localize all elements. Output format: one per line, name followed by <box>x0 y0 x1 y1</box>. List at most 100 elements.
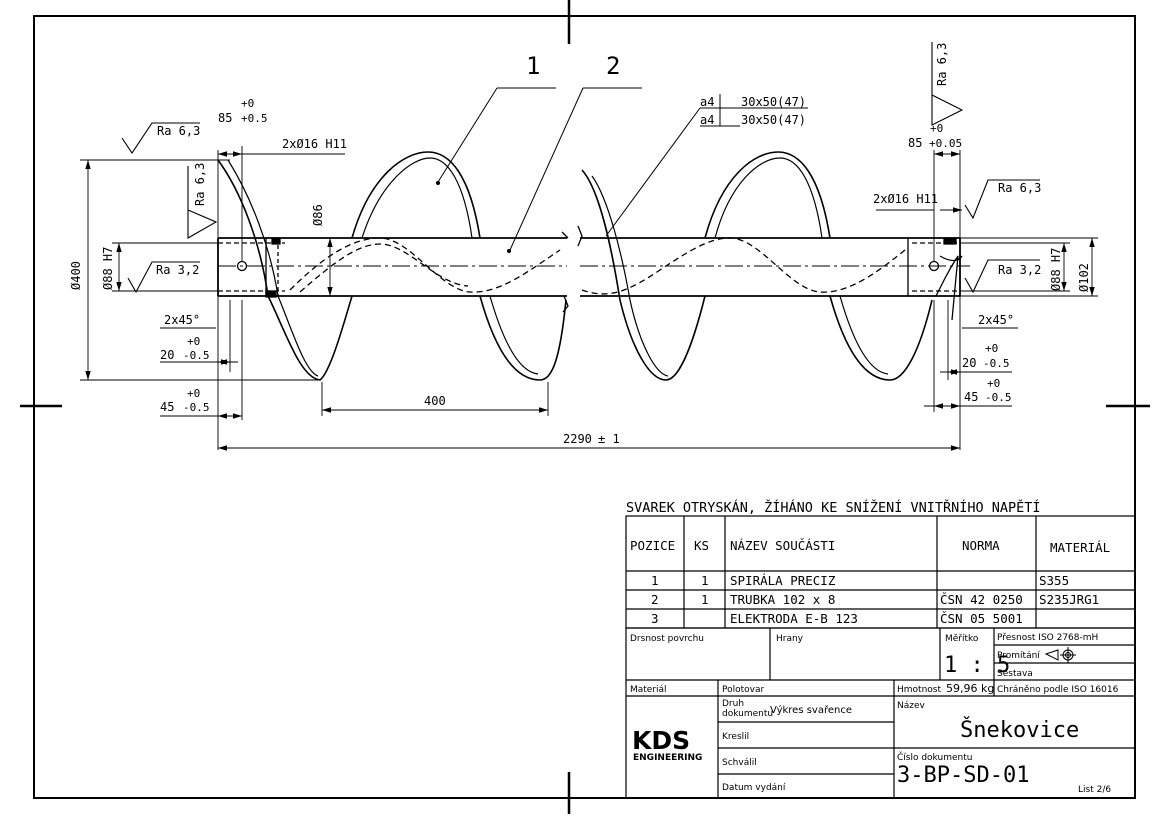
bom-row: 1 1 SPIRÁLA PRECIZ S355 <box>651 573 1069 588</box>
bom-cell: ELEKTRODA E-B 123 <box>730 611 858 626</box>
weld-note: SVAREK OTRYSKÁN, ŽÍHÁNO KE SNÍŽENÍ VNITŘ… <box>626 498 1041 516</box>
dim-85-left-tol-upper: +0 <box>241 97 254 110</box>
helix-flight-left[interactable] <box>217 151 567 381</box>
dim-45-tol-lower: -0.5 <box>183 401 210 414</box>
nazev-label: Název <box>897 701 926 711</box>
dim-20-tol-upper: +0 <box>187 335 200 348</box>
dim-holes-left: 2xØ16 H11 <box>282 137 347 151</box>
dim-45-right-tol-upper: +0 <box>987 377 1000 390</box>
dim-85-right: 85 <box>908 136 922 150</box>
bom-cell: 3 <box>651 611 659 626</box>
bom-cell: ČSN 05 5001 <box>940 611 1023 626</box>
company-logo: KDS <box>632 726 690 755</box>
weld-length-1: 30x50(47) <box>741 95 806 109</box>
scale-value: 1 : 5 <box>944 653 1010 678</box>
dim-85-right-tol-lower: +0.05 <box>929 137 962 150</box>
dim-dia88-right: Ø88 H7 <box>1049 248 1063 291</box>
druh-value: Výkres svařence <box>770 704 852 716</box>
bom-cell: SPIRÁLA PRECIZ <box>730 573 836 588</box>
dim-45-right: 45 <box>964 390 978 404</box>
meritko-label: Měřítko <box>945 634 979 644</box>
bom-cell: S235JRG1 <box>1039 592 1099 607</box>
dim-dia400: Ø400 <box>69 261 83 290</box>
sheet-frame <box>20 0 1150 814</box>
sheet-number: List 2/6 <box>1078 785 1111 795</box>
bom-cell: 2 <box>651 592 659 607</box>
hmotnost-value: 59,96 kg <box>946 682 994 695</box>
dim-45-right-tol-lower: -0.5 <box>985 391 1012 404</box>
company-logo-subtitle: ENGINEERING <box>633 753 702 763</box>
part-label-1: 1 <box>526 52 540 80</box>
weld-throat-1: a4 <box>700 95 714 109</box>
dim-20-right-tol-upper: +0 <box>985 342 998 355</box>
druh-label-1: Druh <box>722 699 744 709</box>
bom-cell: 1 <box>701 573 709 588</box>
promitani-label: Promítání <box>997 651 1040 661</box>
dim-85-left-tol-lower: +0.5 <box>241 112 268 125</box>
dim-chamfer-left: 2x45° <box>164 313 200 327</box>
dim-45-tol-upper: +0 <box>187 387 200 400</box>
dimension-texts: +0 85 +0.5 2xØ16 H11 +0 85 +0.05 2xØ16 H… <box>69 97 1091 446</box>
roughness-right-vertical: Ra 6,3 <box>935 43 949 86</box>
dim-85-right-tol-upper: +0 <box>930 122 943 135</box>
kreslil-label: Kreslil <box>722 732 749 742</box>
bill-of-materials <box>625 515 1136 629</box>
dim-20-right-tol-lower: -0.5 <box>983 357 1010 370</box>
bom-header: POZICE KS NÁZEV SOUČÁSTI NORMA MATERIÁL <box>630 538 1110 555</box>
leader-dot-2 <box>507 249 511 253</box>
bom-cell: TRUBKA 102 x 8 <box>730 592 835 607</box>
dim-20-tol-lower: -0.5 <box>183 349 210 362</box>
bom-header-material: MATERIÁL <box>1050 540 1110 555</box>
part-leaders <box>437 87 808 251</box>
dim-chamfer-right: 2x45° <box>978 313 1014 327</box>
nazev-value: Šnekovice <box>960 717 1079 743</box>
roughness-left-bore: Ra 3,2 <box>156 263 199 277</box>
cislo-label: Číslo dokumentu <box>897 751 972 763</box>
bom-header-pozice: POZICE <box>630 538 675 553</box>
dim-total: 2290 <box>563 432 592 446</box>
sestava-label: Sestava <box>997 669 1033 679</box>
roughness-symbols <box>121 42 1040 294</box>
drsnost-label: Drsnost povrchu <box>630 634 704 644</box>
projection-icon <box>1044 647 1076 663</box>
bom-row: 3 ELEKTRODA E-B 123 ČSN 05 5001 <box>651 611 1023 626</box>
chraneno-note: Chráněno podle ISO 16016 <box>997 685 1119 695</box>
dim-85-left: 85 <box>218 111 232 125</box>
dim-dia86: Ø86 <box>311 204 325 226</box>
bom-header-nazev: NÁZEV SOUČÁSTI <box>730 538 835 553</box>
druh-label-2: dokumentu <box>722 709 773 719</box>
dimension-lines <box>80 146 1098 451</box>
hmotnost-label: Hmotnost <box>897 685 941 695</box>
roughness-right-bore: Ra 3,2 <box>998 263 1041 277</box>
dim-dia88-left: Ø88 H7 <box>101 247 115 290</box>
dim-45: 45 <box>160 400 174 414</box>
title-block-grid <box>625 627 1136 799</box>
cislo-value: 3-BP-SD-01 <box>897 763 1029 788</box>
bom-cell: ČSN 42 0250 <box>940 592 1023 607</box>
schvalil-label: Schválil <box>722 758 757 768</box>
bom-row: 2 1 TRUBKA 102 x 8 ČSN 42 0250 S235JRG1 <box>651 592 1099 607</box>
roughness-right-top: Ra 6,3 <box>998 181 1041 195</box>
bom-cell: 1 <box>651 573 659 588</box>
weld-length-2: 30x50(47) <box>741 113 806 127</box>
material-label: Materiál <box>630 685 667 695</box>
datum-label: Datum vydání <box>722 783 786 793</box>
screw-conveyor-drawing <box>217 151 970 381</box>
tube-right <box>577 225 970 297</box>
dim-20-right: 20 <box>962 356 976 370</box>
part-label-2: 2 <box>606 52 620 80</box>
weld-throat-2: a4 <box>700 113 714 127</box>
hrany-label: Hrany <box>776 634 804 644</box>
dim-total-tol: ± 1 <box>598 432 620 446</box>
dim-dia102: Ø102 <box>1077 263 1091 292</box>
tube-left <box>217 231 569 313</box>
roughness-left-top: Ra 6,3 <box>157 124 200 138</box>
dim-pitch-400: 400 <box>424 394 446 408</box>
helix-flight-right[interactable] <box>581 151 963 381</box>
polotovar-label: Polotovar <box>722 685 764 695</box>
bom-cell: S355 <box>1039 573 1069 588</box>
title-block: Drsnost povrchu Hrany Měřítko 1 : 5 Přes… <box>630 633 1119 795</box>
dim-holes-right: 2xØ16 H11 <box>873 192 938 206</box>
bom-header-ks: KS <box>694 538 709 553</box>
